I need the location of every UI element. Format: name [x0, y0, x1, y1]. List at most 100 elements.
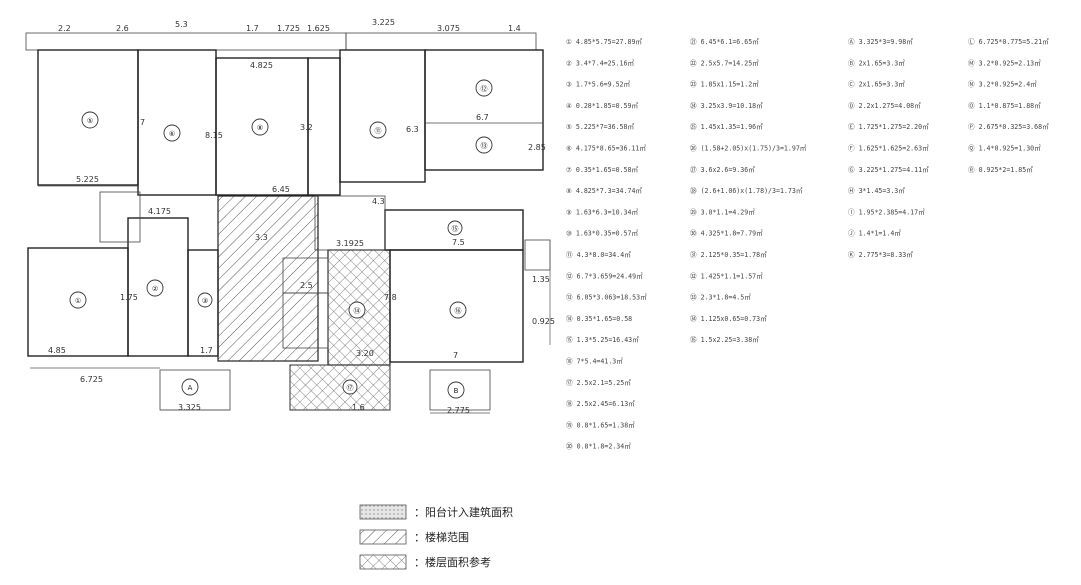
calc-line: ⑬ 6.05*3.063=18.53㎡ [566, 293, 647, 302]
calc-line: ㉘ (2.6+1.06)x(1.78)/3=1.73㎡ [690, 186, 803, 195]
svg-text:2.2: 2.2 [58, 24, 71, 33]
svg-text:3.225: 3.225 [372, 18, 395, 27]
room-label-B: B [447, 381, 465, 399]
svg-text:：楼层面积参考: ：楼层面积参考 [414, 555, 491, 569]
calc-line: ④ 0.28*1.85=0.59㎡ [566, 101, 638, 110]
calc-line: Ⓑ 2x1.65=3.3㎡ [848, 58, 905, 67]
calc-line: ㉗ 3.6x2.6=9.36㎡ [690, 165, 755, 174]
calc-line: ⑱ 2.5x2.45=6.13㎡ [566, 399, 635, 408]
svg-text:6.725: 6.725 [80, 375, 103, 384]
room-label-15: ⑮ [447, 220, 463, 236]
legend-item-balcony: ：阳台计入建筑面积 [359, 504, 513, 520]
calc-line: Ⓖ 3.225*1.275=4.11㎡ [848, 165, 929, 174]
legend-item-stairs: ：楼梯范围 [359, 529, 469, 545]
calc-line: ㉟ 1.5x2.25=3.38㎡ [690, 335, 759, 344]
svg-text:1.35: 1.35 [532, 275, 550, 284]
calc-line: ㉖ (1.58+2.05)x(1.75)/3=1.97㎡ [690, 144, 807, 153]
calc-line: ㉓ 1.85x1.15=1.2㎡ [690, 80, 759, 89]
svg-text:1.7: 1.7 [246, 24, 259, 33]
svg-text:6.7: 6.7 [476, 113, 489, 122]
room-label-2: ② [146, 279, 164, 297]
legend-item-reference: ：楼层面积参考 [359, 554, 491, 570]
calc-line: ㉜ 1.425*1.1=1.57㎡ [690, 271, 763, 280]
room-label-12: ⑫ [475, 79, 493, 97]
calc-line: ⑰ 2.5x2.1=5.25㎡ [566, 378, 631, 387]
svg-text:⑬: ⑬ [481, 142, 488, 150]
svg-text:①: ① [75, 297, 81, 305]
svg-text:0.925: 0.925 [532, 317, 555, 326]
svg-text:⑥: ⑥ [169, 130, 175, 138]
svg-text:5.225: 5.225 [76, 175, 99, 184]
calc-line: Ⓙ 1.4*1=1.4㎡ [848, 229, 901, 238]
calc-line: ㉝ 2.3*1.8=4.5㎡ [690, 293, 751, 302]
svg-text:⑭: ⑭ [354, 307, 361, 315]
calc-line: ⑮ 1.3*5.25=16.43㎡ [566, 335, 639, 344]
calc-line: ⑳ 0.8*1.8=2.34㎡ [566, 442, 631, 451]
svg-text:4.825: 4.825 [250, 61, 273, 70]
calc-line: ㉑ 6.45*6.1=6.65㎡ [690, 37, 759, 46]
svg-text:7: 7 [140, 118, 145, 127]
calc-line: ⑫ 6.7*3.659=24.49㎡ [566, 271, 643, 280]
calc-line: ⑥ 4.175*8.65=36.11㎡ [566, 144, 646, 153]
calc-line: ⑪ 4.3*8.0=34.4㎡ [566, 250, 631, 259]
svg-text:：阳台计入建筑面积: ：阳台计入建筑面积 [414, 505, 513, 519]
calc-line: ⑯ 7*5.4=41.3㎡ [566, 357, 623, 366]
svg-text:3.325: 3.325 [178, 403, 201, 412]
calc-line: ③ 1.7*5.6=9.52㎡ [566, 80, 631, 89]
calc-line: ⑦ 0.35*1.65=0.58㎡ [566, 165, 638, 174]
svg-text:5.3: 5.3 [175, 20, 188, 29]
svg-text:4.3: 4.3 [372, 197, 385, 206]
calc-line: Ⓜ 3.2*0.925=2.13㎡ [968, 58, 1041, 67]
svg-text:2.6: 2.6 [116, 24, 129, 33]
room-label-8: ⑧ [251, 118, 269, 136]
room-label-3: ③ [197, 292, 213, 308]
svg-text:6.3: 6.3 [406, 125, 419, 134]
dimension-labels: 2.2 2.6 5.3 1.7 1.725 1.625 3.225 3.075 … [48, 18, 555, 415]
calc-line: ㉕ 1.45x1.35=1.96㎡ [690, 122, 763, 131]
calc-line: ⑭ 0.35*1.65=0.58 [566, 315, 632, 323]
calc-line: ⑤ 5.225*7=36.58㎡ [566, 122, 634, 131]
room-labels: ① ② ③ ⑤ ⑥ ⑧ ⑪ ⑫ ⑬ ⑭ ⑮ ⑯ ⑰ A B [69, 79, 493, 399]
svg-text:⑰: ⑰ [347, 384, 354, 392]
room-label-14: ⑭ [348, 301, 366, 319]
svg-text:②: ② [152, 285, 158, 293]
svg-text:1.625: 1.625 [307, 24, 330, 33]
calc-line: Ⓐ 3.325*3=9.98㎡ [848, 37, 913, 46]
svg-text:⑪: ⑪ [375, 127, 382, 135]
svg-text:⑤: ⑤ [87, 117, 93, 125]
svg-text:3.20: 3.20 [356, 349, 374, 358]
svg-text:6.45: 6.45 [272, 185, 290, 194]
svg-text:1.6: 1.6 [352, 403, 365, 412]
svg-text:1.75: 1.75 [120, 293, 138, 302]
room-label-17: ⑰ [342, 379, 358, 395]
room-label-1: ① [69, 291, 87, 309]
svg-text:⑮: ⑮ [452, 225, 459, 233]
svg-text:7: 7 [453, 351, 458, 360]
svg-text:2.775: 2.775 [447, 406, 470, 415]
calc-line: ㉞ 1.125x0.65=0.73㎡ [690, 314, 767, 323]
calc-line: ① 4.85*5.75=27.89㎡ [566, 37, 642, 46]
calc-line: Ⓛ 6.725*0.775=5.21㎡ [968, 37, 1049, 46]
room-label-11: ⑪ [369, 121, 387, 139]
calc-line: ㉙ 3.0*1.1=4.29㎡ [690, 207, 755, 216]
calc-line: Ⓓ 2.2x1.275=4.08㎡ [848, 101, 921, 110]
svg-text:B: B [454, 387, 459, 395]
calc-line: ⑧ 4.825*7.3=34.74㎡ [566, 186, 642, 195]
svg-text:3.1925: 3.1925 [336, 239, 364, 248]
svg-text:7.5: 7.5 [452, 238, 465, 247]
calc-line: Ⓔ 1.725*1.275=2.20㎡ [848, 122, 929, 131]
calc-line: ㉒ 2.5x5.7=14.25㎡ [690, 58, 759, 67]
svg-text:1.7: 1.7 [200, 346, 213, 355]
calc-line: Ⓞ 1.1*0.875=1.88㎡ [968, 101, 1041, 110]
svg-text:⑫: ⑫ [481, 85, 488, 93]
calc-line: Ⓗ 3*1.45=3.3㎡ [848, 186, 905, 195]
svg-text:：楼梯范围: ：楼梯范围 [414, 530, 469, 544]
room-label-13: ⑬ [475, 136, 493, 154]
calc-line: Ⓠ 1.4*0.925=1.30㎡ [968, 144, 1041, 153]
svg-text:2.5: 2.5 [300, 281, 313, 290]
